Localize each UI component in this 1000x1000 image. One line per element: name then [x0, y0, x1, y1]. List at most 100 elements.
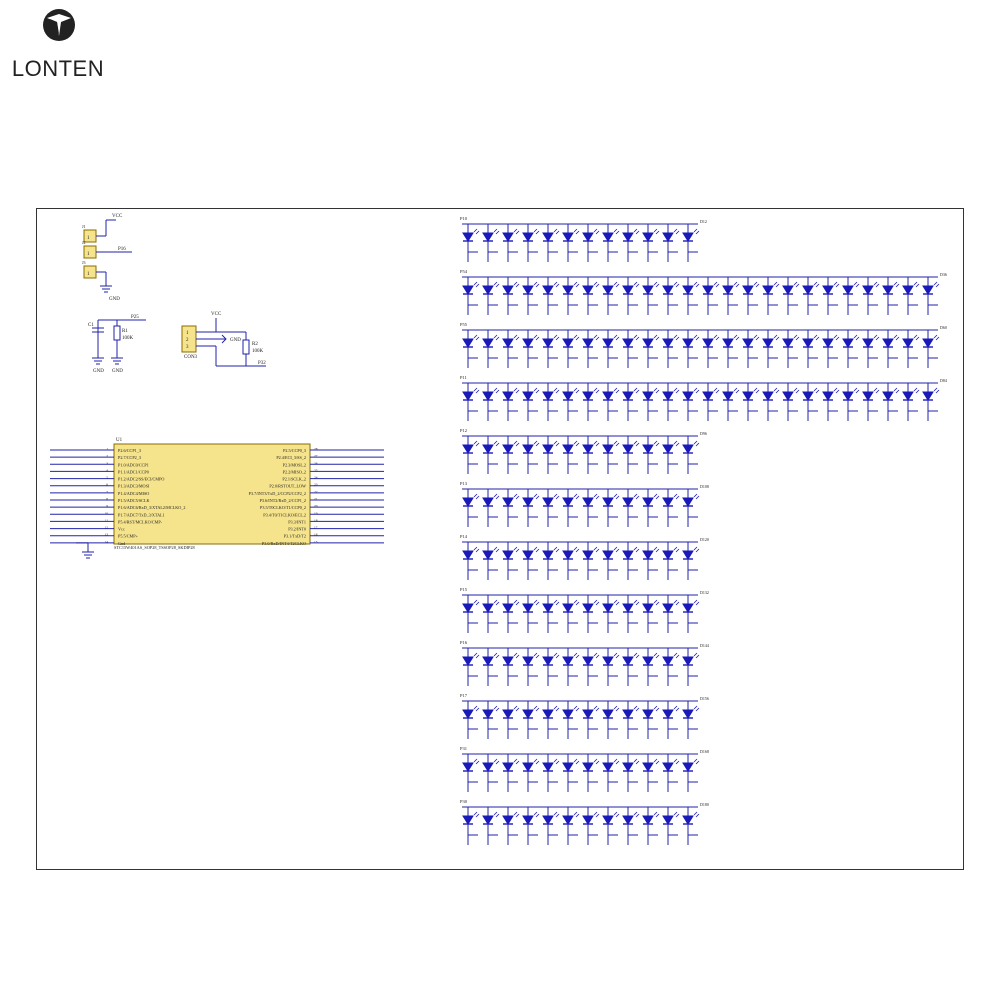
led-diode — [462, 338, 474, 348]
led-diode — [482, 656, 494, 666]
led-ray — [675, 336, 680, 341]
led-ray — [555, 548, 560, 553]
led-ray — [695, 813, 700, 818]
led-ray — [473, 546, 478, 551]
led-ray — [693, 281, 698, 286]
led-ray — [835, 283, 840, 288]
led-diode — [542, 656, 554, 666]
led-ray — [615, 442, 620, 447]
led-ray — [493, 493, 498, 498]
led-diode — [682, 656, 694, 666]
led-diode — [522, 338, 534, 348]
led-row-net: P17 — [460, 693, 468, 698]
led-row-end-label: D132 — [700, 590, 709, 595]
led-diode — [642, 391, 654, 401]
mcu-pin-num: 4 — [106, 468, 108, 472]
led-ray — [495, 336, 500, 341]
led-row-net: P31 — [460, 746, 467, 751]
led-diode — [482, 444, 494, 454]
led-ray — [675, 654, 680, 659]
led-ray — [555, 813, 560, 818]
led-ray — [635, 283, 640, 288]
led-ray — [895, 283, 900, 288]
led-diode — [762, 391, 774, 401]
led-ray — [513, 493, 518, 498]
led-ray — [635, 707, 640, 712]
led-diode — [502, 444, 514, 454]
led-diode — [882, 338, 894, 348]
led-ray — [853, 334, 858, 339]
led-ray — [693, 652, 698, 657]
led-ray — [933, 334, 938, 339]
led-ray — [695, 654, 700, 659]
led-ray — [673, 546, 678, 551]
led-ray — [473, 758, 478, 763]
led-ray — [633, 705, 638, 710]
mcu-pin-num: 26 — [314, 461, 318, 465]
led-ray — [493, 334, 498, 339]
led-ray — [595, 548, 600, 553]
led-diode — [562, 603, 574, 613]
gnd-symbol — [111, 357, 123, 365]
led-ray — [655, 283, 660, 288]
led-diode — [602, 285, 614, 295]
led-ray — [515, 442, 520, 447]
mcu-pin-num: 23 — [314, 483, 318, 487]
led-ray — [533, 705, 538, 710]
led-ray — [575, 336, 580, 341]
header-pin-num: 3 — [186, 345, 189, 350]
led-ray — [475, 230, 480, 235]
led-ray — [633, 387, 638, 392]
connector-label: J1 — [82, 224, 86, 229]
led-diode — [642, 815, 654, 825]
led-diode — [802, 285, 814, 295]
led-ray — [675, 389, 680, 394]
led-ray — [493, 599, 498, 604]
led-ray — [493, 811, 498, 816]
led-ray — [633, 493, 638, 498]
mcu-pin-left: P1.7/ADC7/TxD_3/XTAL1 — [118, 512, 165, 517]
led-ray — [653, 334, 658, 339]
led-row-net: P15 — [460, 587, 468, 592]
led-ray — [873, 281, 878, 286]
led-ray — [475, 442, 480, 447]
led-diode — [642, 656, 654, 666]
cap-label: C1 — [88, 323, 94, 328]
led-diode — [722, 285, 734, 295]
led-diode — [642, 285, 654, 295]
led-diode — [582, 391, 594, 401]
led-ray — [513, 546, 518, 551]
led-diode — [602, 391, 614, 401]
led-ray — [875, 389, 880, 394]
resistor-value: 100K — [252, 349, 264, 354]
led-ray — [473, 387, 478, 392]
led-diode — [682, 709, 694, 719]
led-row-net: P54 — [460, 269, 468, 274]
led-ray — [593, 281, 598, 286]
led-diode — [602, 497, 614, 507]
led-ray — [913, 281, 918, 286]
led-ray — [475, 283, 480, 288]
led-ray — [593, 599, 598, 604]
led-ray — [635, 336, 640, 341]
led-ray — [693, 440, 698, 445]
led-diode — [742, 285, 754, 295]
led-ray — [533, 546, 538, 551]
led-ray — [475, 813, 480, 818]
connector-pin-num: 1 — [87, 272, 90, 277]
led-ray — [673, 334, 678, 339]
led-diode — [462, 497, 474, 507]
mcu-pin-right: P3.3/INT1 — [288, 519, 306, 524]
led-ray — [833, 387, 838, 392]
led-diode — [922, 285, 934, 295]
mcu-pin-left: P1.6/ADC6/RxD_3/XTAL2/MCLKO_2 — [118, 505, 185, 510]
led-diode — [922, 338, 934, 348]
led-ray — [573, 281, 578, 286]
led-ray — [553, 546, 558, 551]
led-ray — [573, 493, 578, 498]
led-ray — [533, 599, 538, 604]
led-diode — [522, 497, 534, 507]
led-diode — [762, 285, 774, 295]
led-diode — [462, 603, 474, 613]
